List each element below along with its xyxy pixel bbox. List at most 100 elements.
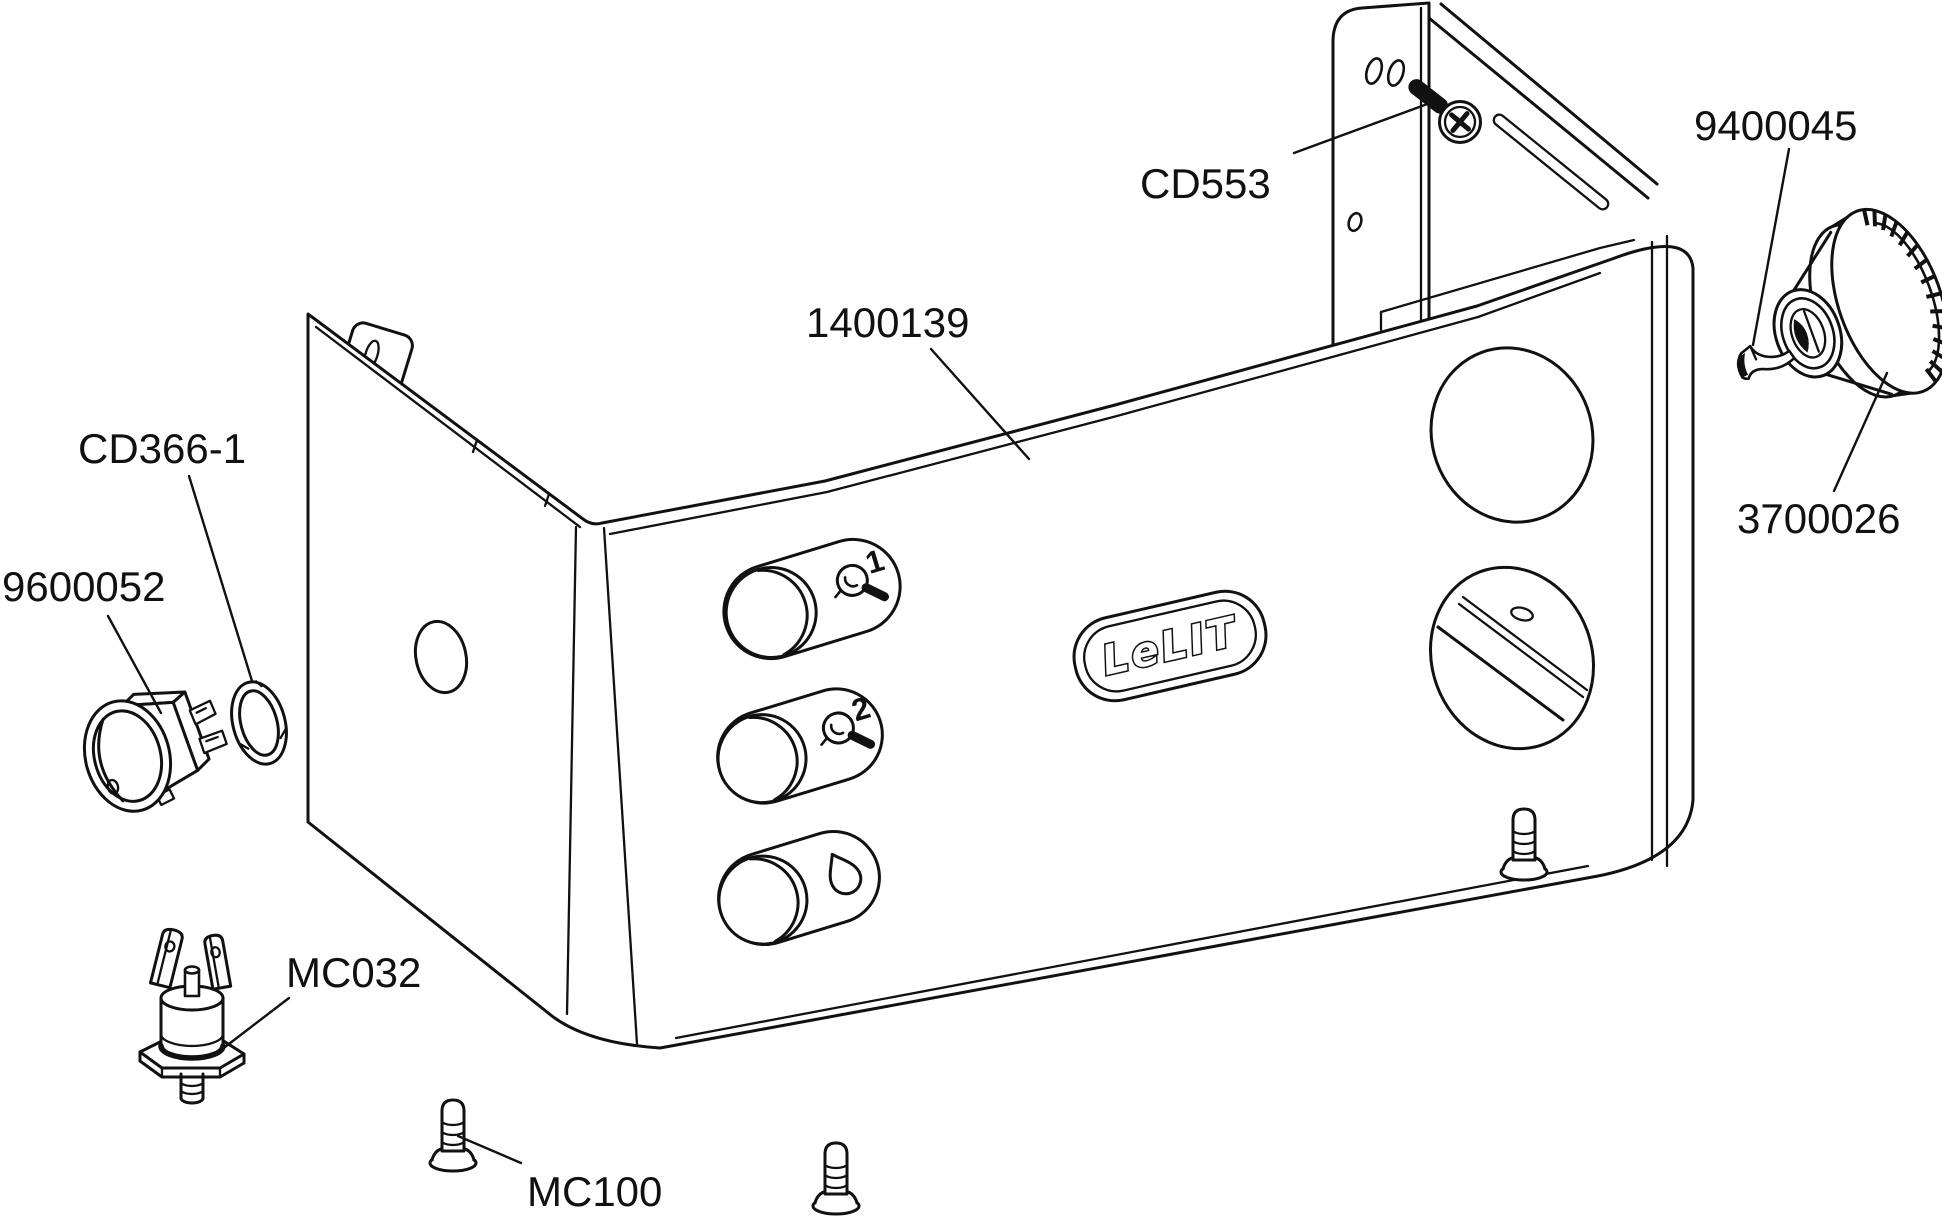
leader-3700026 (1832, 371, 1889, 493)
hem-line-outer (1427, 16, 1650, 200)
bracket-oval-hole-2 (1386, 59, 1406, 87)
lelit-badge: LeLIT (1072, 589, 1268, 703)
knob-boss-rim (1780, 297, 1836, 370)
button-cap-rim (748, 857, 800, 943)
switch-terminal-2 (198, 729, 228, 755)
clip-9400045 (1736, 344, 1796, 381)
ring-inner (238, 689, 280, 757)
hem-slot (1492, 113, 1610, 211)
knurl-tick (1932, 323, 1942, 331)
knurl-tick (1932, 337, 1942, 347)
bottom-hem (674, 864, 1590, 1040)
knurl-tick (1897, 231, 1910, 247)
knurl-tick (1924, 367, 1938, 383)
ring-outer (230, 680, 288, 766)
hem-notch-2 (543, 492, 551, 508)
badge-outer-ring (1072, 589, 1268, 703)
knurl-tick (1881, 214, 1888, 231)
screw-shaft-pin (1408, 79, 1449, 114)
lower-large-hole (1429, 565, 1595, 751)
leader-9400045 (1751, 147, 1791, 347)
bezel-ring-cd366-1 (230, 680, 288, 766)
upper-large-hole (1429, 346, 1595, 524)
part-label-cd366-1: CD366-1 (78, 425, 246, 472)
knurl-tick (1928, 359, 1942, 374)
bracket-small-hole (1347, 211, 1363, 233)
knob-boss-bottom (1823, 372, 1894, 396)
knurl-tick (1930, 309, 1942, 314)
front-top-hem (608, 271, 1602, 536)
left-fold-crease-1 (565, 525, 578, 1016)
rear-right-hem (1427, 2, 1659, 211)
phillips-cross-icon (1449, 111, 1471, 133)
button-cap-rim (747, 715, 799, 802)
switch-rocker[interactable] (84, 703, 172, 809)
knob-boss-top (1791, 230, 1833, 294)
knob-wheel-outer (1830, 207, 1942, 395)
thermostat-mc032 (138, 927, 246, 1105)
knurl-tick (1931, 349, 1942, 361)
knob-d-shaft-hole (1793, 319, 1809, 353)
ring-notch (254, 680, 263, 688)
knurl-tick (1862, 209, 1870, 226)
part-label-9400045: 9400045 (1694, 102, 1858, 149)
hem-line-inner (1439, 2, 1659, 186)
clip-folded-tip (1738, 352, 1749, 378)
part-label-cd553: CD553 (1140, 160, 1271, 207)
hem-notch-1 (471, 438, 479, 454)
ring-split-mark-1 (237, 741, 250, 750)
part-label-1400139: 1400139 (806, 299, 970, 346)
leader-9600052 (106, 614, 163, 715)
leader-cd553 (1292, 97, 1443, 155)
knob-shaft-flat (1802, 310, 1820, 353)
knurl-tick (1906, 243, 1920, 258)
rear-bracket (1331, 1, 1431, 348)
leader-cd366-1 (187, 474, 254, 683)
screw-bottom-right (1499, 807, 1549, 882)
thermostat-terminal-1 (148, 927, 184, 990)
button-cap-rim (756, 568, 809, 657)
left-top-hem (314, 325, 582, 529)
chassis-panel-1400139 (306, 234, 1695, 1050)
part-label-3700026: 3700026 (1737, 495, 1901, 542)
knob-3700026[interactable] (1744, 194, 1942, 433)
screw-bottom-center (811, 1141, 861, 1216)
leader-mc032 (223, 996, 291, 1049)
clip-fold-line (1749, 344, 1758, 361)
bracket-outline (1331, 1, 1431, 348)
knurl-tick (1920, 274, 1936, 285)
screw-cd553 (1408, 79, 1482, 144)
button-1[interactable]: 1 (712, 528, 912, 671)
thermostat-body (158, 984, 226, 1061)
one-cup-brew-icon: 1 (834, 542, 889, 602)
part-label-9600052: 9600052 (2, 563, 166, 610)
thermostat-terminal-2 (203, 933, 233, 991)
steam-drop-icon (828, 852, 863, 896)
clip-body (1736, 344, 1796, 381)
leader-mc100 (456, 1134, 523, 1165)
thermostat-center-post (183, 965, 201, 998)
left-fold-crease-2 (602, 526, 639, 1046)
power-switch-9600052 (82, 690, 228, 813)
rocker-indicator-hole (106, 778, 120, 795)
screw-mc100 (428, 1098, 478, 1173)
part-label-mc100: MC100 (527, 1168, 662, 1215)
button-2[interactable]: 2 (706, 677, 894, 814)
knurl-tick (1889, 221, 1899, 238)
terminal-slot-2 (205, 735, 219, 743)
switch-terminal-1 (188, 699, 217, 726)
bracket-oval-hole-1 (1364, 57, 1384, 85)
chassis-outline (306, 244, 1695, 1050)
lower-hole-inner-detail (1436, 595, 1589, 722)
rear-wall-edge (1379, 238, 1636, 332)
button-3[interactable] (707, 820, 891, 956)
knurl-tick (1925, 291, 1942, 299)
leader-1400139 (929, 347, 1031, 461)
knob-shaft-recess (1789, 308, 1827, 359)
knurl-tick (1872, 210, 1878, 227)
ring-split-mark-2 (279, 726, 288, 740)
screw-head-dome (1443, 105, 1477, 139)
knurl-ticks (1862, 209, 1942, 383)
